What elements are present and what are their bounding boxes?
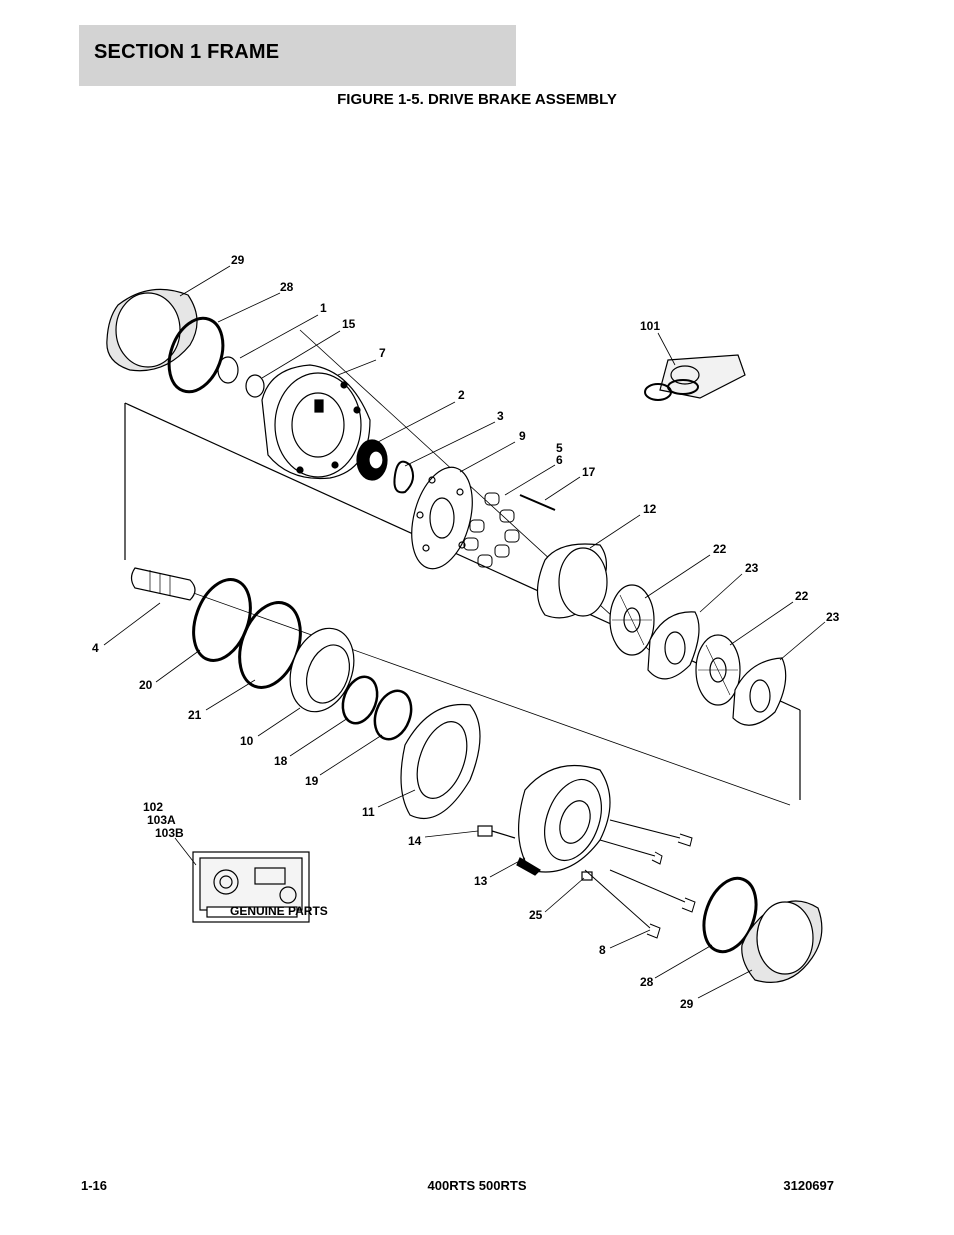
callout-label: 17 [582,465,596,479]
callout-label: 29 [680,997,694,1011]
bolts-part-8 [584,819,696,939]
callout-label: 21 [188,708,202,722]
figure-title: FIGURE 1-5. DRIVE BRAKE ASSEMBLY [337,91,617,108]
callout-label: 22 [713,542,727,556]
plug-part-25 [581,871,593,881]
plate-part-9 [411,466,473,570]
section-header: SECTION 1 FRAME [79,25,516,86]
callout-label: 11 [362,805,375,819]
footer-page-number: 1-16 [81,1178,108,1193]
callout-labels: 29 28 1 15 7 2 3 9 5 6 17 12 22 23 22 23… [92,253,840,1011]
separator-plate-part-23-b [732,657,787,726]
kit-box-label: GENUINE PARTS [230,904,328,918]
cylinder-part-12 [536,543,608,619]
callout-label: 12 [643,502,657,516]
retaining-ring-part-15 [245,374,265,398]
assembly-axis-lower [184,589,791,806]
seal-kit-bag-part-101 [644,354,746,401]
callout-label: 103B [155,826,184,840]
gasket-top-part-29 [106,288,198,372]
callout-label: 22 [795,589,809,603]
snap-ring-part-3 [393,460,415,494]
footer-model: 400RTS 500RTS [427,1178,527,1193]
callout-label: 29 [231,253,245,267]
footer-doc-number: 3120697 [783,1178,834,1193]
bearing-part-2 [356,439,388,481]
springs-part-5-6 [463,492,520,568]
callout-label: 23 [826,610,840,624]
separator-plate-part-23-a [647,611,700,680]
sleeve-part-1 [217,356,239,384]
callout-label: 7 [379,346,386,360]
callout-label: 4 [92,641,99,655]
shaft-part-4 [130,567,196,601]
callout-label: 19 [305,774,319,788]
section-title: SECTION 1 FRAME [94,41,280,63]
retainer-plate-part-11 [400,703,481,819]
cover-part-13 [516,764,611,876]
callout-label: 28 [280,280,294,294]
callout-label: 103A [147,813,176,827]
centerline-top [299,329,661,661]
gasket-bottom-part-29 [741,900,823,983]
callout-label: 20 [139,678,153,692]
callout-label: 6 [556,453,563,467]
callout-label: 15 [342,317,356,331]
o-ring-part-19 [373,689,413,741]
callout-label: 23 [745,561,759,575]
callout-label: 102 [143,800,163,814]
callout-label: 3 [497,409,504,423]
callout-label: 14 [408,834,422,848]
plug-part-14 [477,825,516,839]
callout-label: 8 [599,943,606,957]
callout-label: 1 [320,301,327,315]
callout-label: 5 [556,441,563,455]
callout-label: 13 [474,874,488,888]
callout-label: 25 [529,908,543,922]
o-ring-bottom-part-28 [702,876,758,954]
kit-box-part-102 [192,851,310,923]
housing-part-7 [261,364,371,480]
seal-part-10 [289,627,355,713]
callout-label: 9 [519,429,526,443]
pin-part-17 [519,494,556,511]
callout-label: 2 [458,388,465,402]
callout-label: 10 [240,734,254,748]
friction-disc-part-22-b [695,634,741,706]
callout-label: 101 [640,319,660,333]
callout-label: 18 [274,754,288,768]
friction-disc-part-22-a [609,584,655,656]
o-ring-part-18 [341,675,379,725]
callout-label: 28 [640,975,654,989]
